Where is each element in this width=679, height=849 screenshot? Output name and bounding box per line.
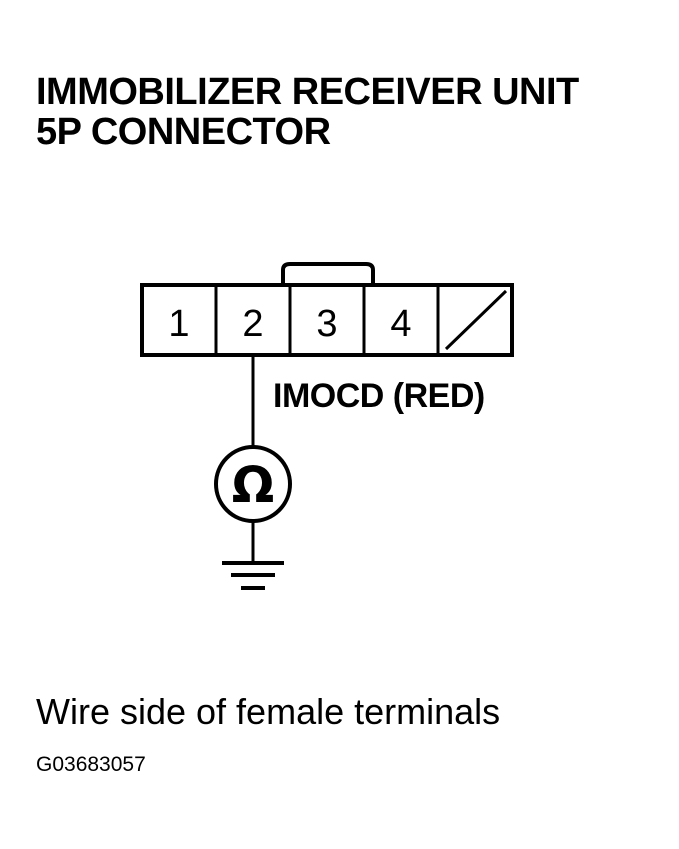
pin-1-label: 1 — [168, 303, 189, 345]
ground-icon — [222, 561, 284, 590]
title-line-2: 5P CONNECTOR — [36, 111, 331, 153]
view-caption: Wire side of female terminals — [36, 691, 501, 732]
pin-2-label: 2 — [242, 303, 263, 345]
pin-4-label: 4 — [390, 303, 411, 345]
connector-lock-tab — [281, 262, 375, 286]
unused-cavity-slash — [444, 289, 508, 351]
ohm-symbol: Ω — [232, 456, 275, 514]
diagram-title: IMMOBILIZER RECEIVER UNIT 5P CONNECTOR — [36, 72, 666, 152]
wire-label: IMOCD (RED) — [273, 377, 485, 415]
title-line-1: IMMOBILIZER RECEIVER UNIT — [36, 71, 579, 113]
figure-id: G03683057 — [36, 753, 146, 776]
pin-3-label: 3 — [316, 303, 337, 345]
